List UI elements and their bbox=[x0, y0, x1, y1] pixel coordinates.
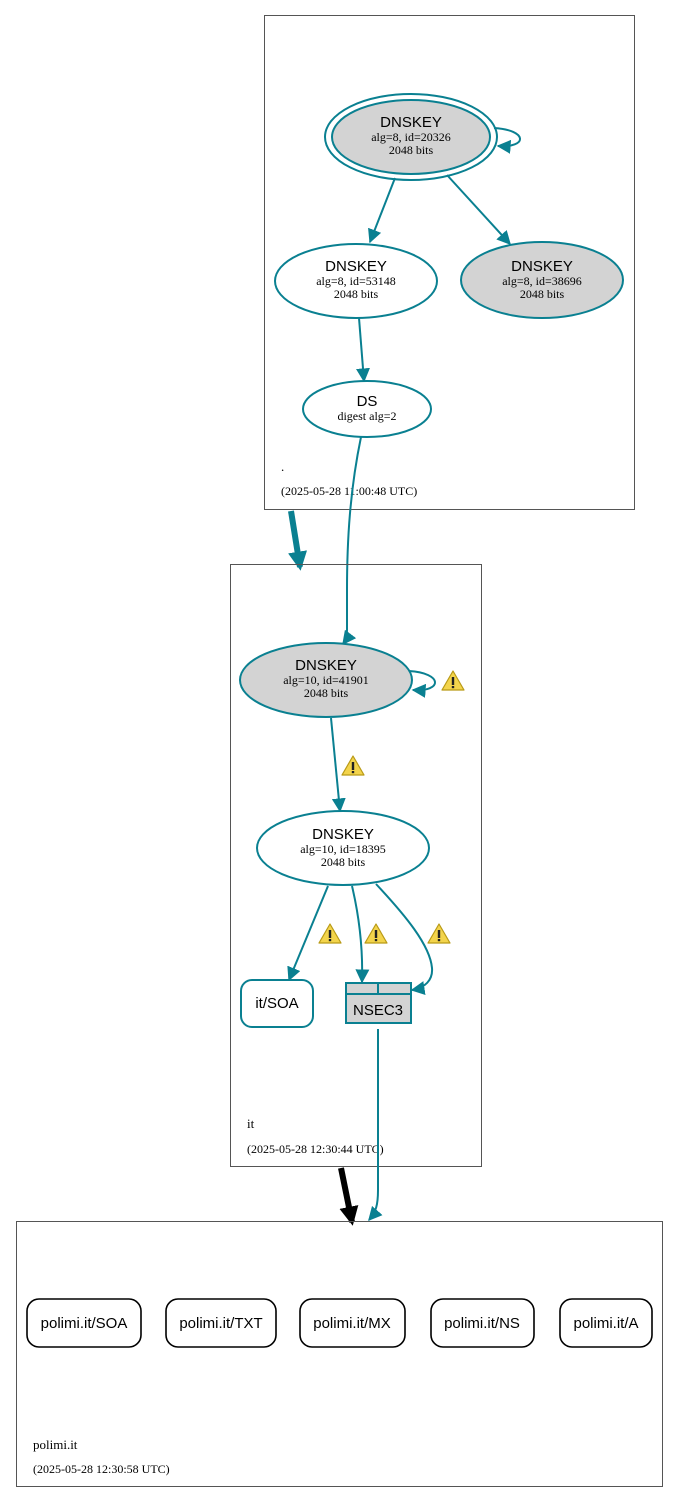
dnskey-20326-title: DNSKEY bbox=[380, 114, 442, 131]
polimi-soa-label: polimi.it/SOA bbox=[41, 1315, 128, 1332]
edge-18395-to-soa bbox=[287, 885, 329, 982]
edge-41901-to-18395 bbox=[330, 717, 346, 813]
warning-icon bbox=[441, 670, 465, 691]
dnskey-53148-title: DNSKEY bbox=[325, 258, 387, 275]
edge-20326-to-53148 bbox=[368, 177, 396, 244]
edge-ds-to-41901 bbox=[342, 436, 362, 646]
dnskey-38696-title: DNSKEY bbox=[511, 258, 573, 275]
dnskey-41901-title: DNSKEY bbox=[295, 657, 357, 674]
edge-18395-to-nsec3-a bbox=[351, 885, 370, 984]
ds-title: DS bbox=[357, 393, 378, 410]
zone-it-border bbox=[230, 564, 482, 1167]
dnskey-53148-alg: alg=8, id=53148 bbox=[316, 274, 396, 288]
dnskey-18395-alg: alg=10, id=18395 bbox=[300, 842, 386, 856]
node-ds[interactable]: DS digest alg=2 bbox=[302, 380, 432, 438]
it-edges bbox=[287, 670, 436, 1222]
zone-root: . (2025-05-28 11:00:48 UTC) bbox=[264, 15, 635, 510]
root-edges bbox=[342, 127, 521, 646]
node-dnskey-18395[interactable]: DNSKEY alg=10, id=18395 2048 bits bbox=[256, 810, 430, 886]
zone-root-name: . bbox=[281, 459, 284, 474]
dnskey-38696-alg: alg=8, id=38696 bbox=[502, 274, 582, 288]
zone-polimi-timestamp: (2025-05-28 12:30:58 UTC) bbox=[33, 1462, 170, 1476]
dnskey-41901-bits: 2048 bits bbox=[304, 686, 349, 700]
zone-root-timestamp: (2025-05-28 11:00:48 UTC) bbox=[281, 484, 417, 498]
node-dnskey-20326[interactable]: DNSKEY alg=8, id=20326 2048 bits bbox=[324, 93, 498, 181]
edge-20326-to-38696 bbox=[446, 174, 511, 246]
dnskey-20326-alg: alg=8, id=20326 bbox=[371, 130, 451, 144]
warning-icon bbox=[427, 923, 451, 944]
node-dnskey-53148[interactable]: DNSKEY alg=8, id=53148 2048 bits bbox=[274, 243, 438, 319]
delegation-arrow-root-to-it bbox=[288, 510, 308, 571]
record-polimi-mx[interactable]: polimi.it/MX bbox=[299, 1298, 406, 1348]
edge-18395-to-nsec3-b bbox=[375, 883, 434, 995]
dnskey-41901-alg: alg=10, id=41901 bbox=[283, 673, 369, 687]
nsec3-label: NSEC3 bbox=[353, 1002, 403, 1019]
dnskey-18395-title: DNSKEY bbox=[312, 826, 374, 843]
self-sign-edge-20326 bbox=[493, 127, 521, 154]
delegation-arrow-it-to-polimi bbox=[338, 1167, 359, 1226]
record-polimi-a[interactable]: polimi.it/A bbox=[559, 1298, 653, 1348]
warning-icon bbox=[364, 923, 388, 944]
polimi-a-label: polimi.it/A bbox=[573, 1315, 638, 1332]
record-polimi-soa[interactable]: polimi.it/SOA bbox=[26, 1298, 142, 1348]
dnskey-18395-bits: 2048 bits bbox=[321, 855, 366, 869]
node-dnskey-38696[interactable]: DNSKEY alg=8, id=38696 2048 bits bbox=[460, 241, 624, 319]
dnskey-20326-bits: 2048 bits bbox=[389, 143, 434, 157]
edge-nsec3-to-polimi bbox=[368, 1029, 383, 1222]
it-soa-label: it/SOA bbox=[255, 995, 298, 1012]
polimi-mx-label: polimi.it/MX bbox=[313, 1315, 391, 1332]
polimi-ns-label: polimi.it/NS bbox=[444, 1315, 520, 1332]
warning-icon bbox=[341, 755, 365, 776]
record-polimi-ns[interactable]: polimi.it/NS bbox=[430, 1298, 535, 1348]
zone-polimi-name: polimi.it bbox=[33, 1437, 78, 1452]
dnskey-38696-bits: 2048 bits bbox=[520, 287, 565, 301]
zone-polimi: polimi.it (2025-05-28 12:30:58 UTC) bbox=[16, 1221, 663, 1487]
node-it-soa[interactable]: it/SOA bbox=[240, 979, 314, 1028]
edge-53148-to-ds bbox=[356, 317, 370, 383]
zone-it: it (2025-05-28 12:30:44 UTC) bbox=[230, 564, 482, 1167]
record-polimi-txt[interactable]: polimi.it/TXT bbox=[165, 1298, 277, 1348]
polimi-txt-label: polimi.it/TXT bbox=[179, 1315, 262, 1332]
dnskey-53148-bits: 2048 bits bbox=[334, 287, 379, 301]
zone-polimi-border bbox=[16, 1221, 663, 1487]
warning-icon bbox=[318, 923, 342, 944]
node-dnskey-41901[interactable]: DNSKEY alg=10, id=41901 2048 bits bbox=[239, 642, 413, 718]
ds-digest: digest alg=2 bbox=[337, 409, 396, 423]
self-sign-edge-41901 bbox=[408, 670, 436, 698]
zone-it-timestamp: (2025-05-28 12:30:44 UTC) bbox=[247, 1142, 384, 1156]
zone-root-border bbox=[264, 15, 635, 510]
node-nsec3[interactable]: NSEC3 bbox=[345, 982, 412, 1024]
zone-it-name: it bbox=[247, 1116, 255, 1131]
